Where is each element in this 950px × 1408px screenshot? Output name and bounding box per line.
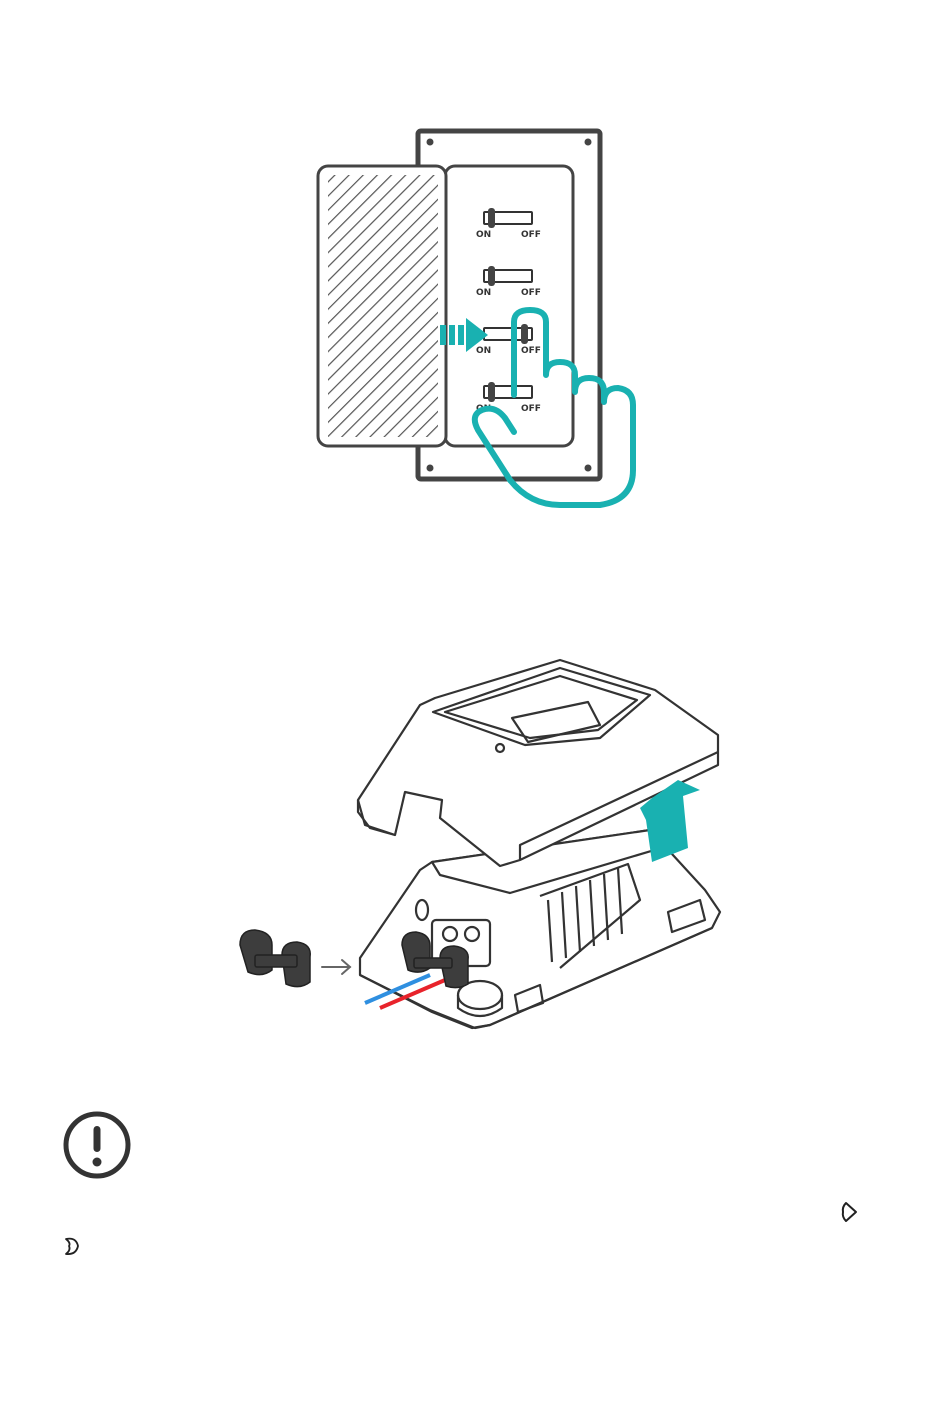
switch-off-label: OFF [521, 404, 541, 414]
screw-icon [585, 465, 592, 472]
switch-area [445, 166, 573, 446]
screw-icon [427, 465, 434, 472]
screw-icon [585, 139, 592, 146]
device-cover-illustration [230, 650, 740, 1040]
switch-off-label: OFF [521, 346, 541, 356]
switch-off-label: OFF [521, 230, 541, 240]
arrow-right-icon [322, 960, 350, 974]
switch-on-label: ON [476, 288, 491, 298]
switch-on-label: ON [476, 230, 491, 240]
right-glyph-icon [838, 1200, 860, 1224]
switch-on-label: ON [476, 346, 491, 356]
breaker-panel-illustration: ON OFF ON OFF ON OFF ON OFF [300, 120, 660, 520]
switch-off-label: OFF [521, 288, 541, 298]
exclamation-circle-icon [62, 1110, 132, 1180]
left-glyph-icon [60, 1235, 82, 1257]
screw-icon [427, 139, 434, 146]
